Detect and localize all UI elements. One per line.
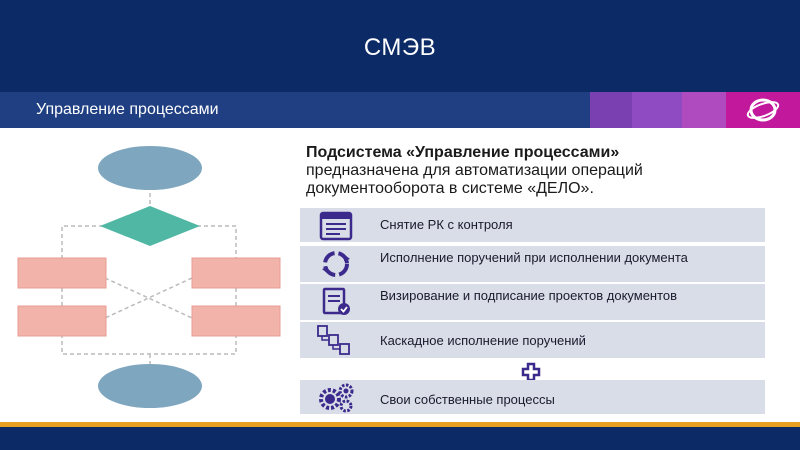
decision-diamond <box>100 206 200 246</box>
logo-icon <box>746 98 780 122</box>
section-bar: Управление процессами <box>0 92 800 128</box>
accent-block <box>590 92 632 128</box>
list-item-label: Свои собственные процессы <box>380 392 555 407</box>
flowchart-illustration <box>17 146 281 408</box>
list-item-label: Каскадное исполнение поручений <box>380 333 586 348</box>
subsystem-description: Подсистема «Управление процессами» предн… <box>306 144 776 198</box>
end-ellipse <box>98 364 202 408</box>
heading-bold: Подсистема «Управление процессами» <box>306 144 620 161</box>
list-item: Каскадное исполнение поручений <box>300 322 765 358</box>
list-item: Снятие РК с контроля <box>300 208 765 242</box>
process-box <box>17 257 107 289</box>
cycle-arrows-icon <box>322 251 350 277</box>
list-item-label: Исполнение поручений при исполнении доку… <box>380 250 688 265</box>
flowchart-connectors <box>61 186 237 368</box>
list-item-label: Снятие РК с контроля <box>380 217 513 232</box>
cascade-documents-icon <box>317 325 350 355</box>
content-area: Подсистема «Управление процессами» предн… <box>0 128 800 422</box>
start-ellipse <box>98 146 202 190</box>
logo <box>726 92 800 128</box>
accent-strip <box>0 422 800 427</box>
list-item: Свои собственные процессы <box>300 380 765 414</box>
process-box <box>17 305 107 337</box>
footer-bar <box>0 427 800 450</box>
process-box <box>191 305 281 337</box>
accent-block <box>632 92 682 128</box>
section-bar-label: Управление процессами <box>36 101 219 118</box>
accent-block <box>682 92 726 128</box>
slide-title: СМЭВ <box>363 34 437 61</box>
plus-icon <box>521 362 541 382</box>
document-check-icon <box>322 287 350 315</box>
list-item: Визирование и подписание проектов докуме… <box>300 284 765 320</box>
process-box <box>191 257 281 289</box>
list-item-label: Визирование и подписание проектов докуме… <box>380 288 678 303</box>
header-area: СМЭВ <box>0 0 800 92</box>
gears-icon <box>319 383 354 413</box>
heading-text: предназначена для автоматизации операций… <box>306 162 643 197</box>
document-list-icon <box>319 211 353 241</box>
list-item: Исполнение поручений при исполнении доку… <box>300 246 765 282</box>
